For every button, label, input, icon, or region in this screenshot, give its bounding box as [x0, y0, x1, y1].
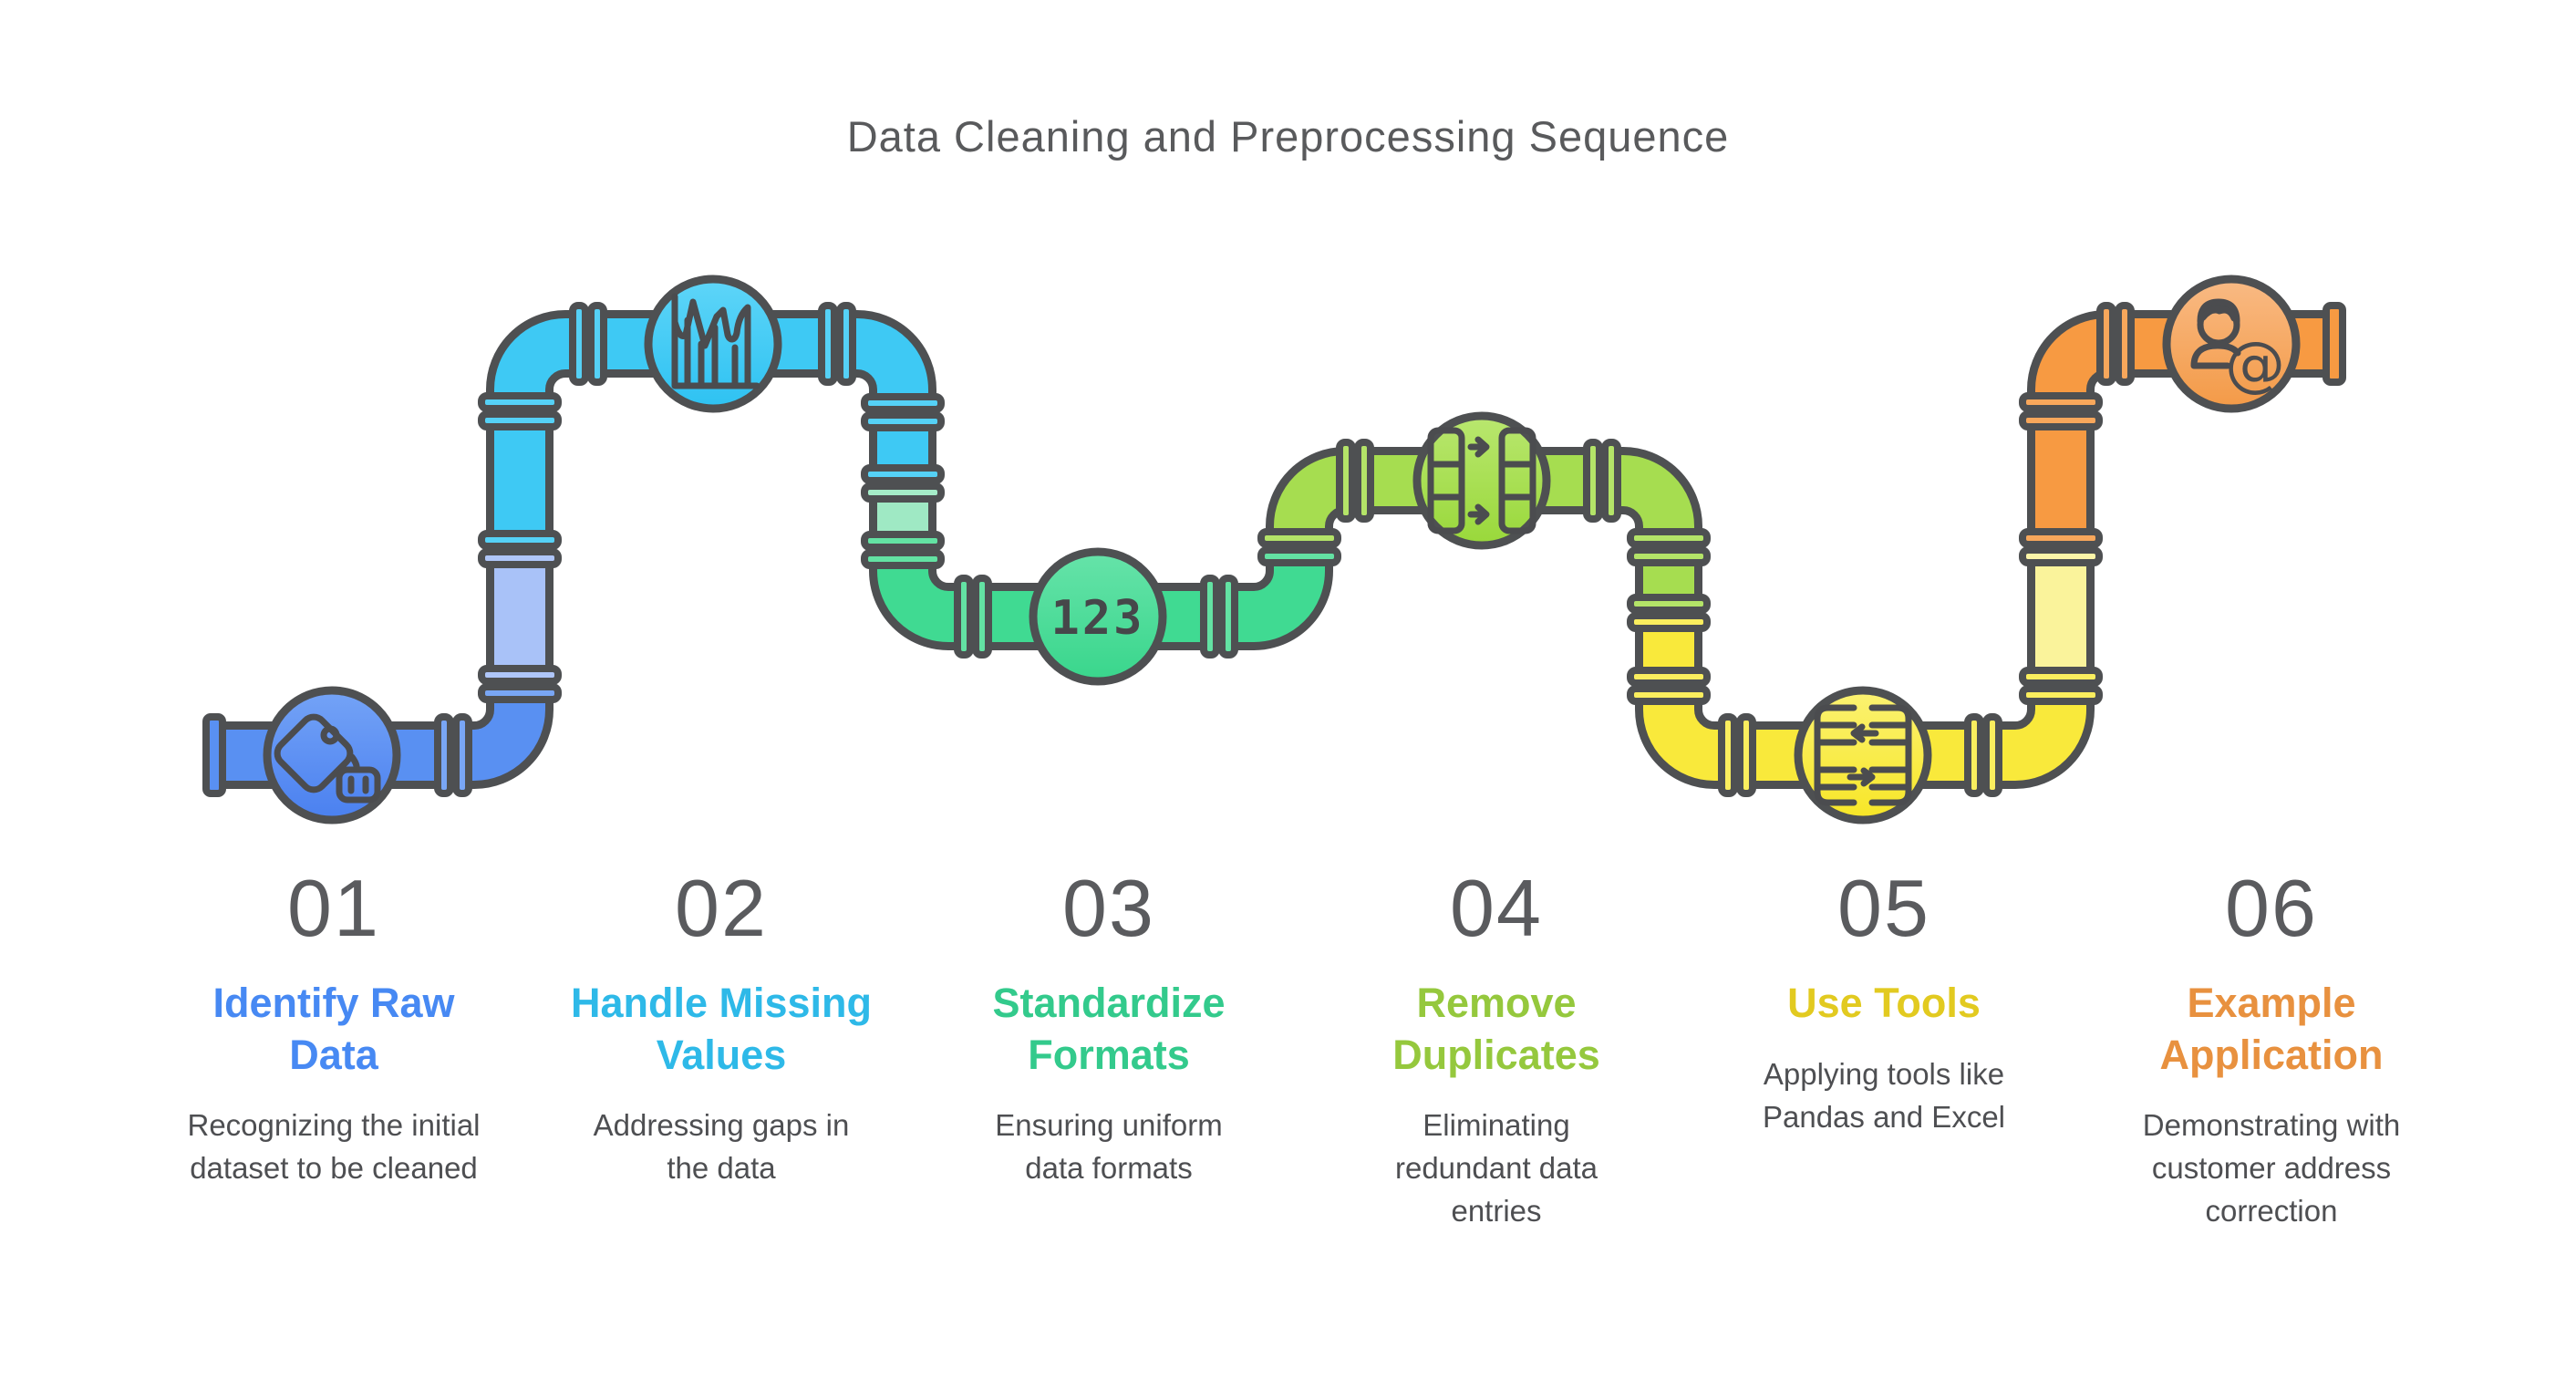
- step-4-title: Remove Duplicates: [1392, 980, 1600, 1078]
- pipe-end-cap: [2323, 302, 2346, 386]
- pipe-couplings: [434, 302, 2135, 797]
- bar-line-chart-icon: [671, 293, 760, 389]
- numbers-123-icon: 123: [1051, 591, 1145, 646]
- step-3-title: Standardize Formats: [992, 980, 1226, 1078]
- step-column-2: 02 Handle Missing Values Addressing gaps…: [548, 868, 895, 1190]
- pipe-end-caps: [202, 302, 2346, 797]
- at-glyph: @: [2225, 329, 2285, 399]
- step-1-node: [263, 686, 401, 824]
- step-1-number: 01: [287, 863, 380, 953]
- pipe-start-cap: [202, 713, 226, 797]
- step-5-description: Applying tools like Pandas and Excel: [1762, 1056, 2005, 1134]
- numbers-123-label: 123: [1051, 591, 1145, 646]
- step-column-4: 04 Remove Duplicates Eliminating redunda…: [1323, 868, 1670, 1233]
- step-1-description: Recognizing the initial dataset to be cl…: [187, 1108, 481, 1186]
- table-transform-icon: [1814, 704, 1912, 806]
- step-2-number: 02: [675, 863, 768, 953]
- step-2-title: Handle Missing Values: [570, 980, 873, 1078]
- step-6-number: 06: [2225, 863, 2318, 953]
- step-5-number: 05: [1837, 863, 1930, 953]
- step-4-number: 04: [1450, 863, 1543, 953]
- step-6-title: Example Application: [2159, 980, 2384, 1078]
- step-column-5: 05 Use Tools Applying tools like Pandas …: [1711, 868, 2057, 1138]
- step-4-description: Eliminating redundant data entries: [1394, 1108, 1598, 1229]
- step-column-1: 01 Identify Raw Data Recognizing the ini…: [160, 868, 507, 1190]
- duplicate-columns-icon: [1427, 427, 1536, 534]
- step-column-6: 06 Example Application Demonstrating wit…: [2098, 868, 2445, 1233]
- step-6-description: Demonstrating with customer address corr…: [2142, 1108, 2401, 1229]
- step-2-description: Addressing gaps in the data: [593, 1108, 850, 1186]
- step-5-title: Use Tools: [1787, 980, 1981, 1026]
- step-3-number: 03: [1062, 863, 1155, 953]
- step-4-node: [1412, 411, 1551, 550]
- page-title: Data Cleaning and Preprocessing Sequence: [846, 112, 1730, 161]
- step-3-node: [1029, 547, 1167, 686]
- step-3-description: Ensuring uniform data formats: [995, 1108, 1223, 1186]
- user-at-icon: @: [2190, 298, 2285, 399]
- tag-robot-icon: [274, 713, 381, 804]
- step-1-title: Identify Raw Data: [212, 980, 455, 1078]
- step-column-3: 03 Standardize Formats Ensuring uniform …: [936, 868, 1282, 1190]
